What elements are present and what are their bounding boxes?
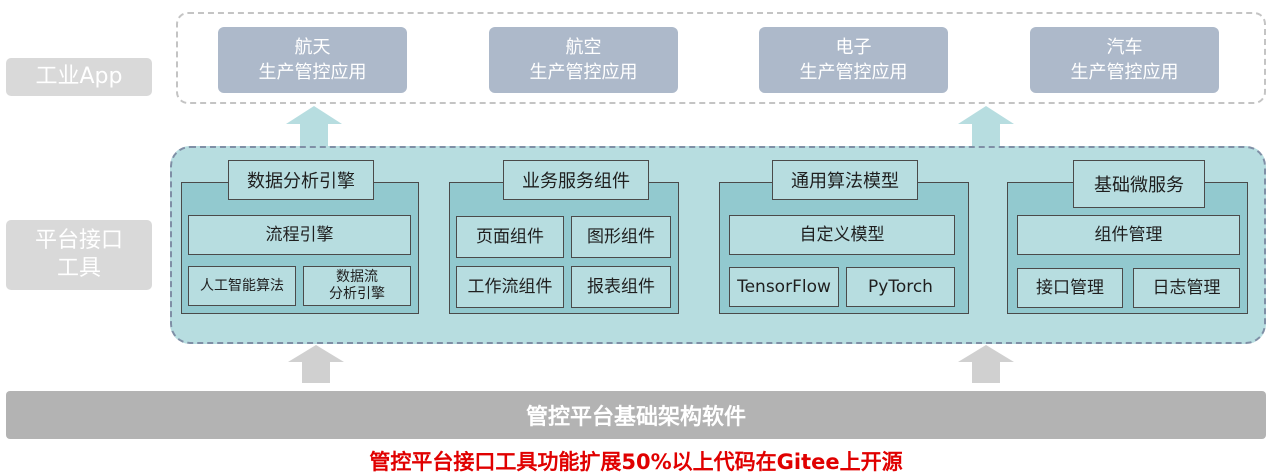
app-box-title: 航天	[294, 37, 331, 58]
group-title: 基础微服务	[1073, 160, 1205, 208]
cell-text: 人工智能算法	[200, 277, 284, 294]
cell-graphics-component: 图形组件	[571, 216, 671, 258]
footer-caption-text: 管控平台接口工具功能扩展50%以上代码在Gitee上开源	[369, 450, 903, 474]
app-box-subtitle: 生产管控应用	[1070, 62, 1179, 83]
group-title-text: 数据分析引擎	[247, 171, 355, 192]
cell-interface-management: 接口管理	[1017, 268, 1123, 308]
cell-report-component: 报表组件	[571, 266, 671, 308]
cell-text: TensorFlow	[737, 276, 831, 297]
cell-text-line1: 数据流	[336, 269, 378, 285]
app-box-aerospace: 航天 生产管控应用	[218, 27, 407, 93]
cell-process-engine: 流程引擎	[188, 215, 411, 255]
app-box-title: 电子	[835, 37, 872, 58]
group-title: 数据分析引擎	[228, 160, 374, 200]
cell-dataflow-analysis-engine: 数据流 分析引擎	[303, 266, 411, 306]
cell-workflow-component: 工作流组件	[456, 266, 564, 308]
up-arrow-icon	[958, 106, 1014, 146]
cell-text: 接口管理	[1036, 277, 1104, 298]
cell-tensorflow: TensorFlow	[729, 267, 839, 307]
app-layer-label-text: 工业App	[35, 64, 123, 89]
up-arrow-icon	[286, 106, 342, 146]
cell-text: 日志管理	[1152, 277, 1221, 298]
group-title-text: 基础微服务	[1094, 175, 1184, 196]
cell-pytorch: PyTorch	[846, 267, 955, 307]
cell-text: 工作流组件	[467, 276, 553, 297]
app-box-title: 航空	[565, 37, 602, 58]
base-infrastructure-label: 管控平台基础架构软件	[525, 405, 746, 430]
app-box-title: 汽车	[1106, 37, 1143, 58]
footer-caption: 管控平台接口工具功能扩展50%以上代码在Gitee上开源	[6, 446, 1266, 474]
cell-text: 流程引擎	[265, 224, 334, 245]
group-title: 业务服务组件	[503, 160, 649, 200]
group-title-text: 业务服务组件	[522, 171, 630, 192]
cell-page-component: 页面组件	[456, 216, 564, 258]
app-layer-frame	[176, 12, 1266, 104]
cell-ai-algorithm: 人工智能算法	[188, 266, 296, 306]
cell-text-line2: 分析引擎	[329, 286, 385, 302]
app-box-subtitle: 生产管控应用	[529, 62, 638, 83]
group-title-text: 通用算法模型	[791, 171, 899, 192]
cell-text: 图形组件	[587, 226, 655, 247]
app-box-subtitle: 生产管控应用	[799, 62, 908, 83]
cell-text: 报表组件	[587, 276, 655, 297]
cell-text: 组件管理	[1094, 224, 1163, 245]
group-title: 通用算法模型	[772, 160, 918, 200]
app-box-aviation: 航空 生产管控应用	[489, 27, 678, 93]
app-layer-label: 工业App	[6, 58, 152, 96]
app-box-electronics: 电子 生产管控应用	[759, 27, 948, 93]
cell-log-management: 日志管理	[1133, 268, 1240, 308]
platform-layer-label-line1: 平台接口	[34, 228, 123, 253]
cell-text: 自定义模型	[799, 224, 885, 245]
up-arrow-icon	[288, 345, 344, 383]
platform-layer-label-line2: 工具	[56, 256, 101, 281]
cell-text: PyTorch	[868, 276, 933, 297]
app-box-automotive: 汽车 生产管控应用	[1030, 27, 1219, 93]
up-arrow-icon	[958, 345, 1014, 383]
base-infrastructure-bar: 管控平台基础架构软件	[6, 391, 1266, 439]
app-box-subtitle: 生产管控应用	[258, 62, 367, 83]
cell-custom-model: 自定义模型	[729, 215, 955, 255]
cell-text: 页面组件	[476, 226, 544, 247]
platform-layer-label: 平台接口 工具	[6, 220, 152, 290]
cell-component-management: 组件管理	[1017, 215, 1240, 255]
